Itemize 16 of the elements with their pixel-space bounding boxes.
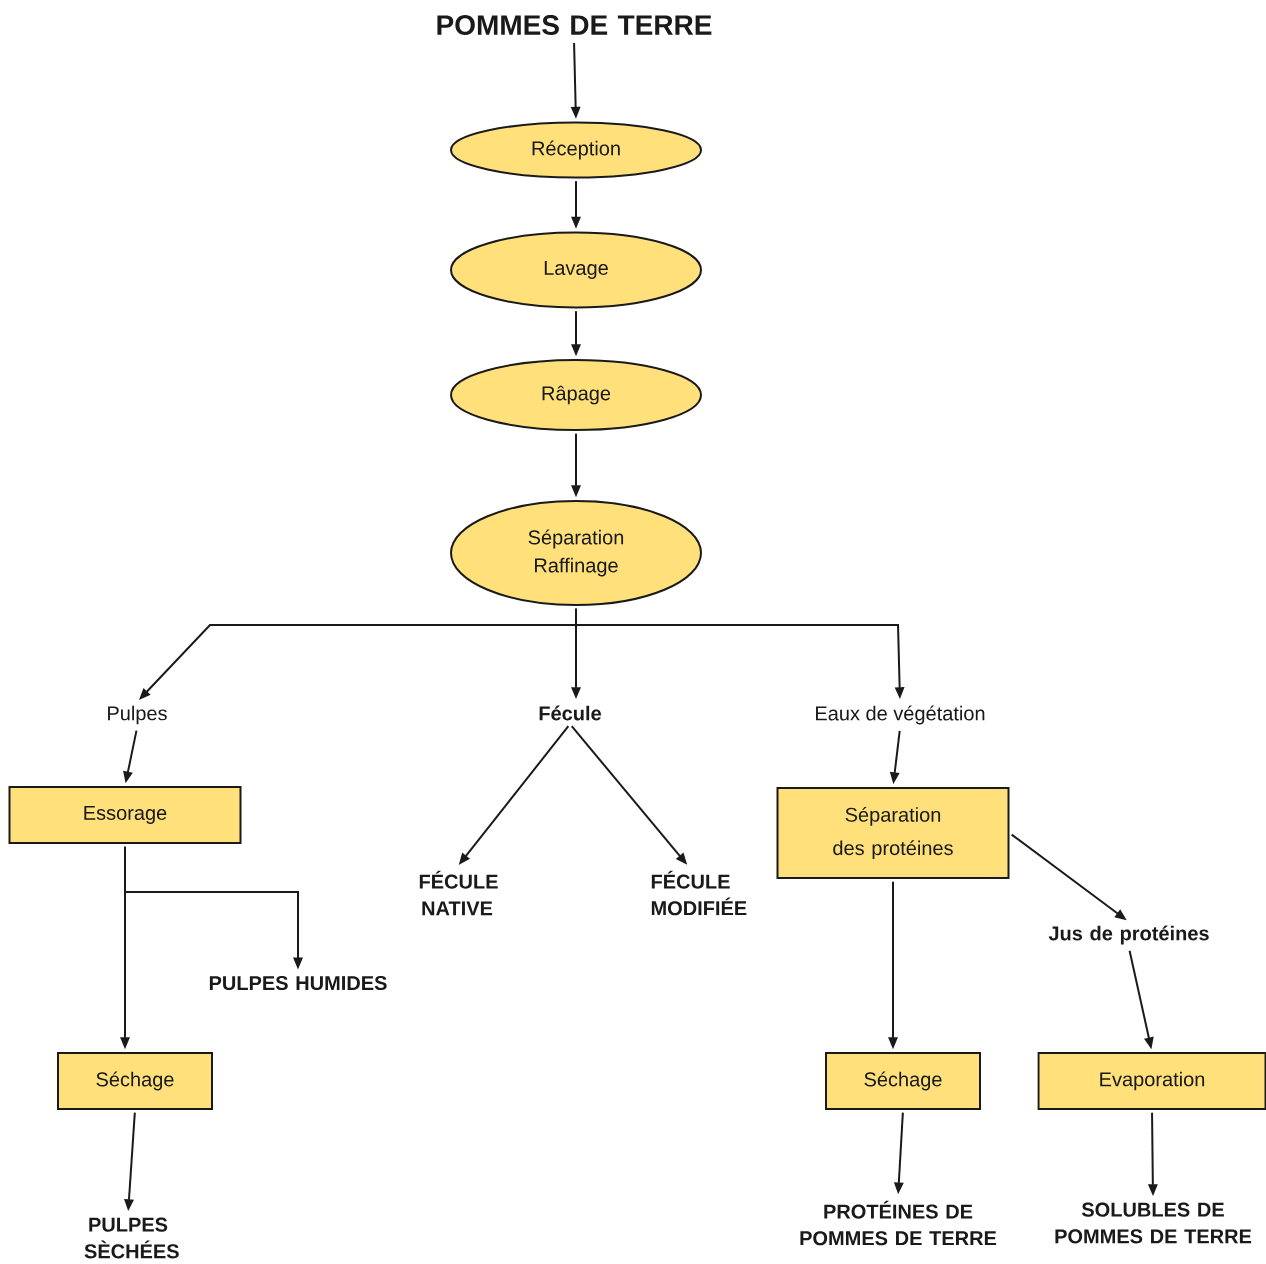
product-label: FÉCULE NATIVE xyxy=(419,870,498,916)
product-label: SOLUBLES DE POMMES DE TERRE xyxy=(1055,1202,1252,1244)
heading-label: POMMES DE TERRE xyxy=(437,15,712,35)
product-label: FÉCULE MODIFIÉE xyxy=(651,870,747,916)
process-box: Séchage xyxy=(825,1052,981,1110)
stream-label: Pulpes xyxy=(108,705,167,725)
process-box: Séchage xyxy=(57,1052,213,1110)
product-label: Jus de protéines xyxy=(1048,925,1209,945)
product-label: PULPES HUMIDES xyxy=(209,975,387,991)
process-box: Séparation des protéines xyxy=(776,787,1010,879)
product-label: PROTÉINES DE POMMES DE TERRE xyxy=(800,1200,997,1246)
process-box: Evaporation xyxy=(1037,1052,1266,1110)
process-box: Essorage xyxy=(8,786,242,844)
product-label: PULPES SÈCHÉES xyxy=(84,1217,179,1259)
product-label: Fécule xyxy=(539,705,601,721)
stream-label: Eaux de végétation xyxy=(816,705,985,725)
